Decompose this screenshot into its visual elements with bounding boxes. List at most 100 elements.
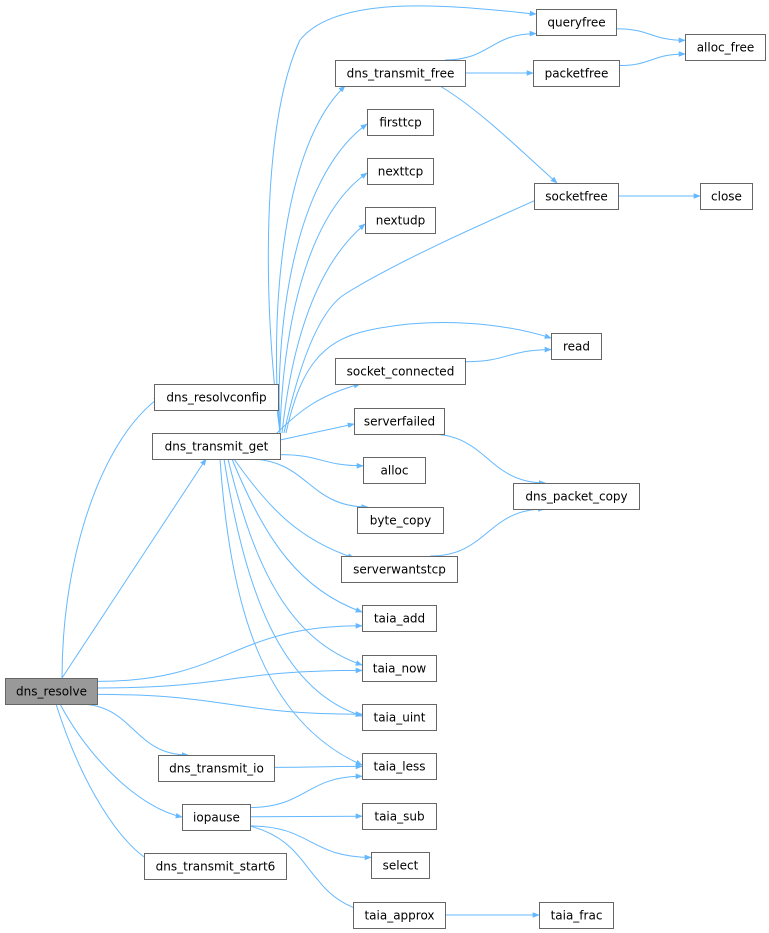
edge-dns_resolve-to-taia_now <box>96 667 363 689</box>
edge-dns_transmit_get-to-taia_add <box>231 458 363 613</box>
node-label: queryfree <box>547 16 605 30</box>
edge-dns_transmit_get-to-taia_less <box>219 458 363 766</box>
node-box <box>154 384 279 411</box>
node-label: dns_transmit_start6 <box>156 860 276 874</box>
edge-socket_connected-to-read <box>464 346 552 363</box>
node-dns-transmit-get[interactable]: dns_transmit_get <box>152 433 281 460</box>
node-box <box>362 605 437 632</box>
edge-dns_transmit_io-to-taia_less <box>273 763 363 770</box>
node-box <box>700 183 753 210</box>
node-label: select <box>383 859 419 873</box>
edge-dns_transmit_get-to-firsttcp <box>278 123 368 434</box>
node-dns-resolvconfip[interactable]: dns_resolvconfip <box>154 384 279 411</box>
edge-dns_transmit_get-to-queryfree <box>267 5 537 434</box>
node-box <box>335 358 466 385</box>
node-box <box>152 433 281 460</box>
node-socketfree[interactable]: socketfree <box>534 183 619 210</box>
node-firsttcp[interactable]: firsttcp <box>367 109 434 136</box>
node-nextudp[interactable]: nextudp <box>365 207 436 234</box>
edge-dns_transmit_get-to-taia_now <box>227 458 363 666</box>
edge-dns_transmit_get-to-alloc <box>279 454 364 469</box>
node-byte-copy[interactable]: byte_copy <box>357 507 444 534</box>
node-box <box>685 34 766 61</box>
node-label: socketfree <box>545 190 607 204</box>
node-label: firsttcp <box>379 116 421 130</box>
node-box <box>144 853 287 880</box>
node-queryfree[interactable]: queryfree <box>536 9 617 36</box>
node-box <box>357 507 444 534</box>
node-box <box>533 60 620 87</box>
node-taia-now[interactable]: taia_now <box>362 655 437 682</box>
node-taia-uint[interactable]: taia_uint <box>362 704 437 731</box>
node-iopause[interactable]: iopause <box>182 804 251 831</box>
edge-dns_transmit_free-to-socketfree <box>439 85 558 184</box>
node-label: iopause <box>193 811 240 825</box>
node-alloc-free[interactable]: alloc_free <box>685 34 766 61</box>
edge-dns_transmit_get-to-nexttcp <box>279 172 368 434</box>
node-taia-frac[interactable]: taia_frac <box>539 902 614 929</box>
node-close[interactable]: close <box>700 183 753 210</box>
node-label: alloc_free <box>697 41 755 55</box>
node-dns-transmit-start6[interactable]: dns_transmit_start6 <box>144 853 287 880</box>
node-label: alloc <box>381 464 409 478</box>
edge-dns_transmit_get-to-socketfree <box>283 195 546 434</box>
node-box <box>158 755 275 782</box>
edge-dns_resolve-to-taia_uint <box>96 693 363 717</box>
edge-dns_transmit_get-to-read <box>285 321 552 434</box>
node-label: taia_less <box>374 760 426 774</box>
edge-dns_transmit_get-to-byte_copy <box>248 458 369 510</box>
node-label: taia_now <box>373 662 427 676</box>
node-label: nexttcp <box>378 165 424 179</box>
node-dns-transmit-io[interactable]: dns_transmit_io <box>158 755 275 782</box>
node-box <box>539 902 614 929</box>
node-dns-resolve[interactable]: dns_resolve <box>5 678 98 705</box>
edge-dns_resolve-to-dns_transmit_get <box>61 458 207 679</box>
node-select[interactable]: select <box>371 852 430 879</box>
node-read[interactable]: read <box>551 333 602 360</box>
node-box <box>367 109 434 136</box>
node-label: dns_packet_copy <box>525 490 627 504</box>
node-box <box>551 333 602 360</box>
node-label: taia_add <box>374 612 425 626</box>
node-packetfree[interactable]: packetfree <box>533 60 620 87</box>
nodes: dns_resolve dns_resolvconfip dns_transmit_… <box>5 9 766 929</box>
node-box <box>365 207 436 234</box>
node-dns-packet-copy[interactable]: dns_packet_copy <box>513 483 640 510</box>
node-box <box>182 804 251 831</box>
node-label: taia_uint <box>374 711 426 725</box>
node-box <box>335 60 466 87</box>
node-alloc[interactable]: alloc <box>363 457 426 484</box>
node-dns-transmit-free[interactable]: dns_transmit_free <box>335 60 466 87</box>
edges <box>55 5 701 918</box>
node-box <box>536 9 617 36</box>
node-taia-approx[interactable]: taia_approx <box>353 902 446 929</box>
edge-dns_resolve-to-taia_add <box>96 623 363 682</box>
node-taia-sub[interactable]: taia_sub <box>362 803 437 830</box>
node-box <box>363 457 426 484</box>
node-label: dns_transmit_get <box>165 440 269 454</box>
node-label: read <box>563 340 590 354</box>
edge-dns_transmit_free-to-queryfree <box>444 30 537 61</box>
edge-dns_transmit_get-to-dns_transmit_free <box>275 85 346 434</box>
node-socket-connected[interactable]: socket_connected <box>335 358 466 385</box>
node-box <box>341 556 458 583</box>
node-box <box>354 408 445 435</box>
node-serverwantstcp[interactable]: serverwantstcp <box>341 556 458 583</box>
node-serverfailed[interactable]: serverfailed <box>354 408 445 435</box>
node-box <box>5 678 98 705</box>
edge-dns_transmit_get-to-serverwantstcp <box>233 458 355 559</box>
node-label: nextudp <box>376 214 425 228</box>
edge-iopause-to-taia_sub <box>249 813 363 820</box>
node-taia-add[interactable]: taia_add <box>362 605 437 632</box>
edge-dns_resolve-to-dns_transmit_start6 <box>55 703 161 867</box>
edge-dns_resolve-to-dns_resolvconfip <box>61 396 161 679</box>
node-nexttcp[interactable]: nexttcp <box>367 158 434 185</box>
node-label: taia_sub <box>374 810 424 824</box>
node-taia-less[interactable]: taia_less <box>362 753 437 780</box>
node-label: socket_connected <box>347 365 455 379</box>
edge-dns_transmit_get-to-socket_connected <box>275 382 361 435</box>
edge-packetfree-to-alloc_free <box>618 51 686 66</box>
edge-dns_transmit_get-to-taia_uint <box>223 458 363 717</box>
node-box <box>362 753 437 780</box>
node-label: dns_transmit_free <box>347 67 455 81</box>
